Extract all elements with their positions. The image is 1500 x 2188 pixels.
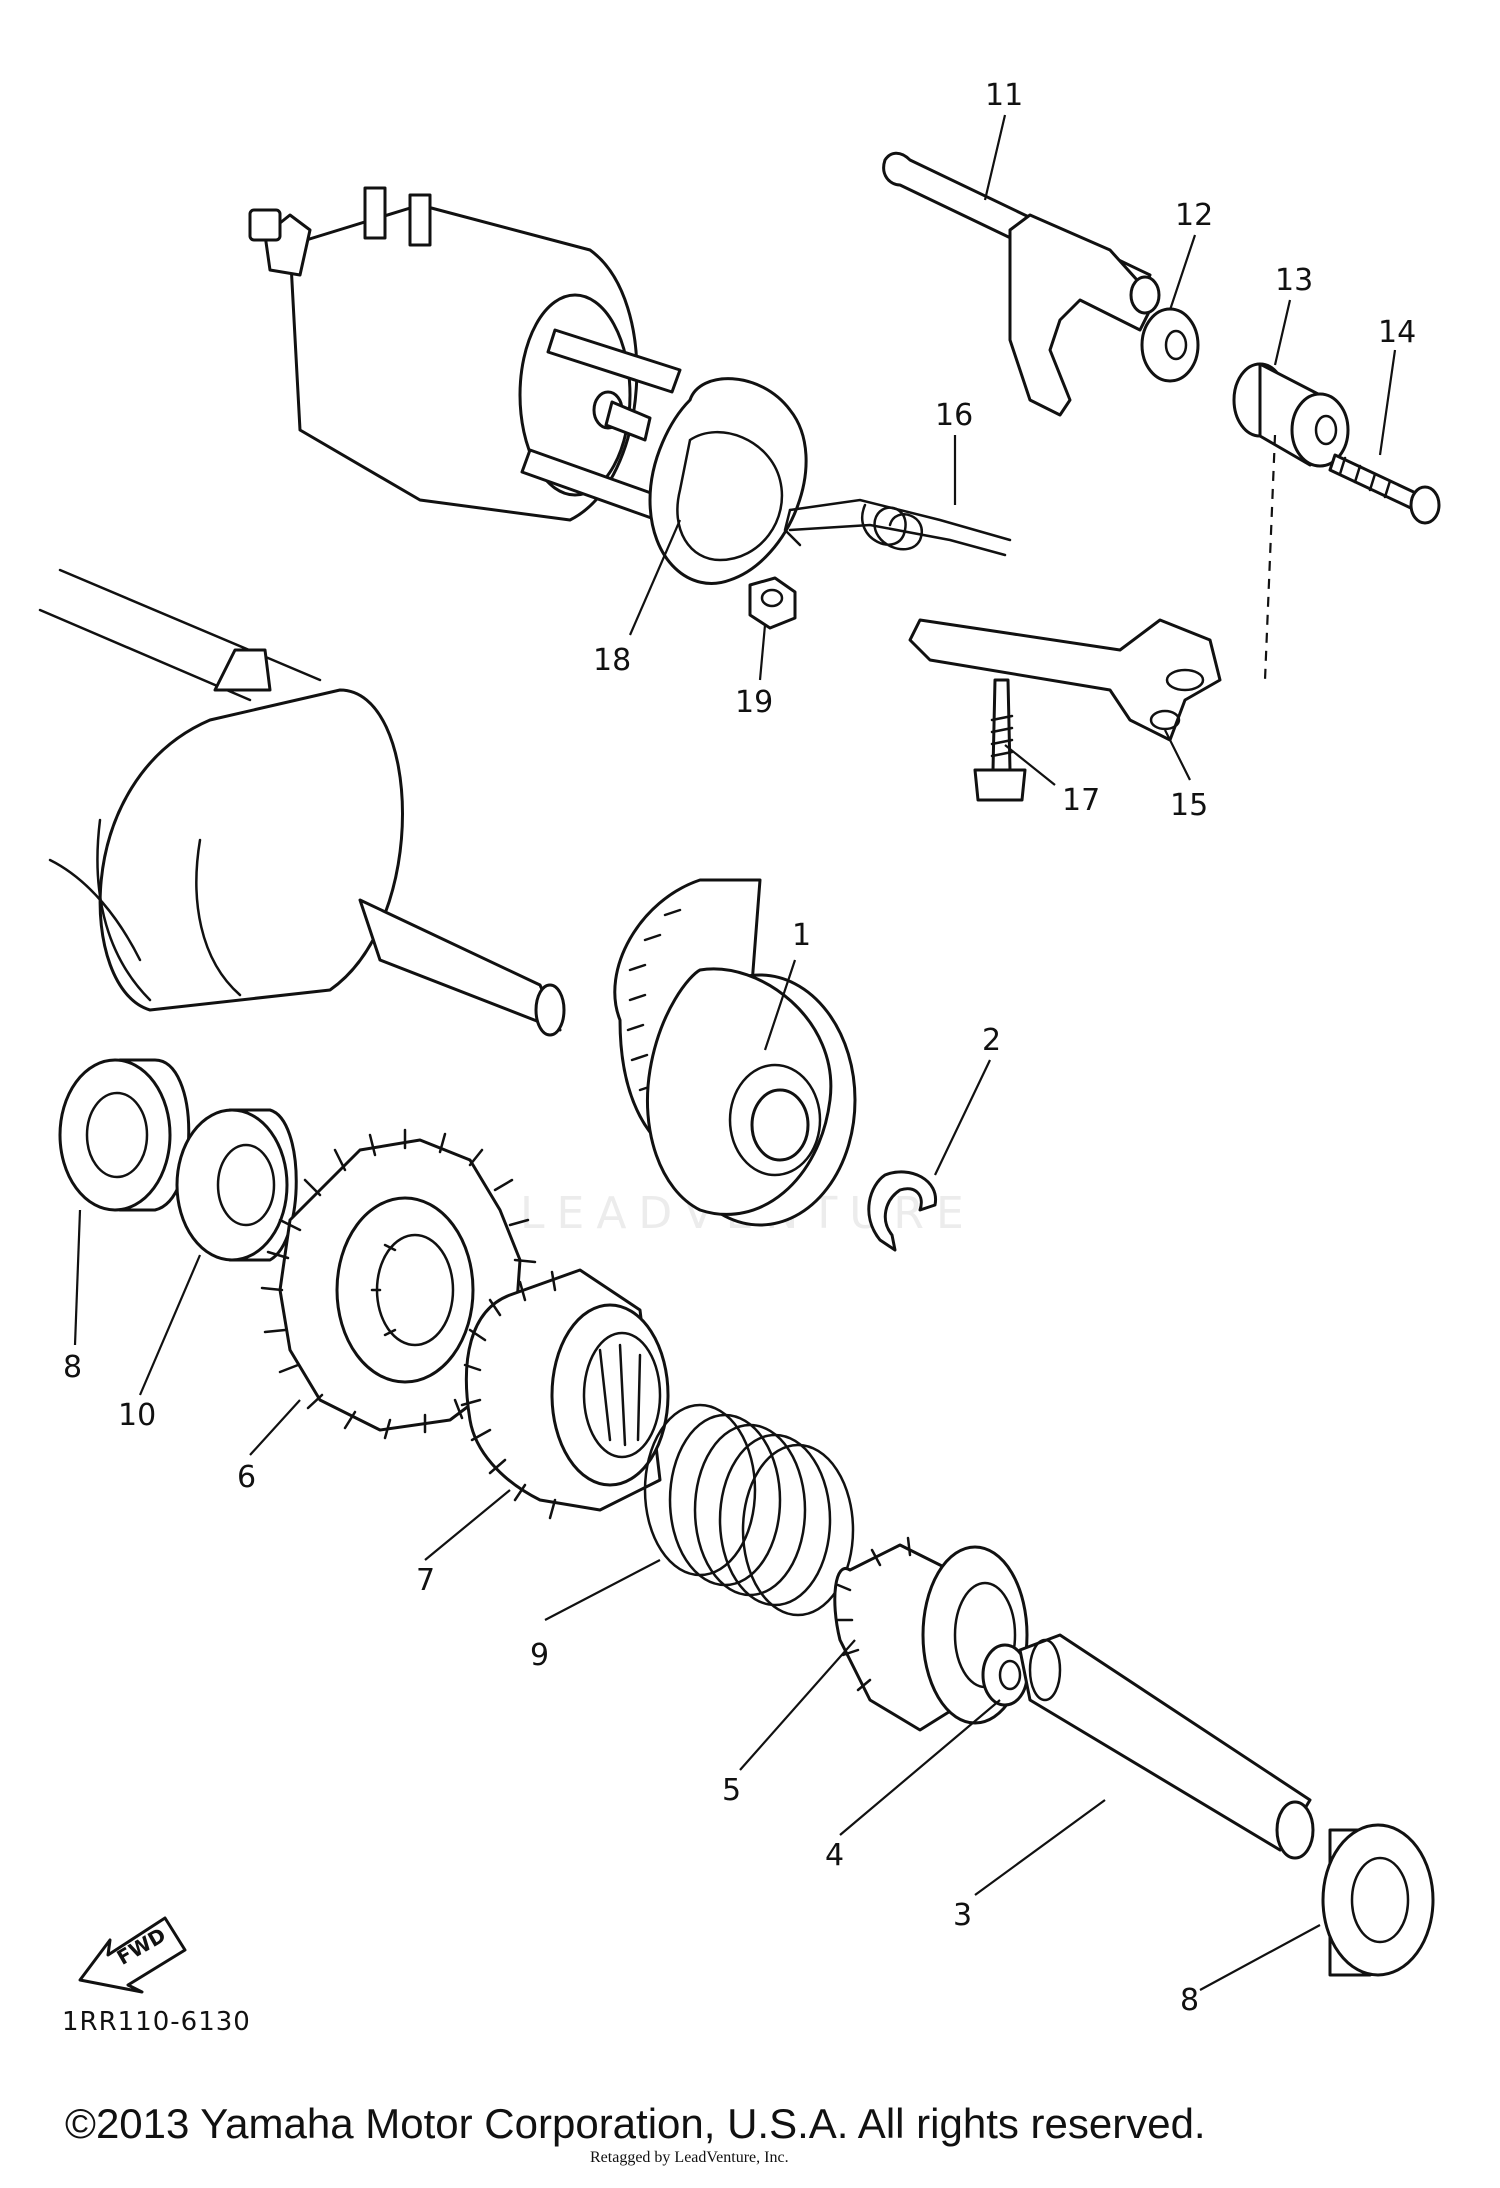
callout-7: 7 [416, 1563, 435, 1598]
callout-5: 5 [722, 1773, 741, 1808]
callout-17: 17 [1062, 783, 1100, 818]
leader-lines [73, 114, 1397, 1991]
shaft-11 [882, 151, 1161, 417]
nut-19 [748, 576, 797, 630]
callout-15: 15 [1170, 788, 1208, 823]
washer-10 [175, 1108, 298, 1262]
bearing-8-right [1321, 1823, 1435, 1977]
callout-10: 10 [118, 1398, 156, 1433]
collar-13 [1232, 362, 1350, 468]
callout-6: 6 [237, 1460, 256, 1495]
gasket-plate [648, 377, 808, 585]
washer-12 [1140, 307, 1200, 383]
callout-12: 12 [1175, 198, 1213, 233]
callout-numbers: 1 2 3 4 5 6 7 8 8 9 10 11 12 13 14 15 16… [63, 78, 1416, 2018]
diagram-code: 1RR110-6130 [62, 2007, 251, 2037]
copyright-text: ©2013 Yamaha Motor Corporation, U.S.A. A… [65, 2100, 1206, 2147]
callout-18: 18 [593, 643, 631, 678]
callout-8-right: 8 [1180, 1983, 1199, 2018]
callout-3: 3 [953, 1898, 972, 1933]
alignment-line [1263, 434, 1277, 681]
callout-1: 1 [792, 918, 811, 953]
callout-4: 4 [825, 1838, 844, 1873]
callout-11: 11 [985, 78, 1023, 113]
circlip-2 [867, 1170, 937, 1252]
starter-motor [38, 568, 566, 1037]
callout-19: 19 [735, 685, 773, 720]
bearing-8-left [58, 1058, 191, 1212]
bolt-14 [1328, 453, 1441, 525]
callout-9: 9 [530, 1638, 549, 1673]
shaft-3 [1018, 1633, 1315, 1860]
starter-solenoid [248, 186, 682, 522]
callout-13: 13 [1275, 263, 1313, 298]
fwd-arrow-icon: FWD [78, 1916, 187, 1994]
starter-clutch-1 [613, 878, 857, 1227]
callout-16: 16 [935, 398, 973, 433]
callout-2: 2 [982, 1023, 1001, 1058]
lever-15 [908, 618, 1222, 742]
gear-6 [260, 1128, 537, 1440]
gear-7 [460, 1268, 670, 1520]
callout-14: 14 [1378, 315, 1416, 350]
callout-8-left: 8 [63, 1350, 82, 1385]
spring-16 [783, 498, 1012, 557]
spring-9 [643, 1403, 855, 1617]
bolt-17 [973, 678, 1027, 802]
overlay-text: Retagged by LeadVenture, Inc. [590, 2149, 789, 2166]
